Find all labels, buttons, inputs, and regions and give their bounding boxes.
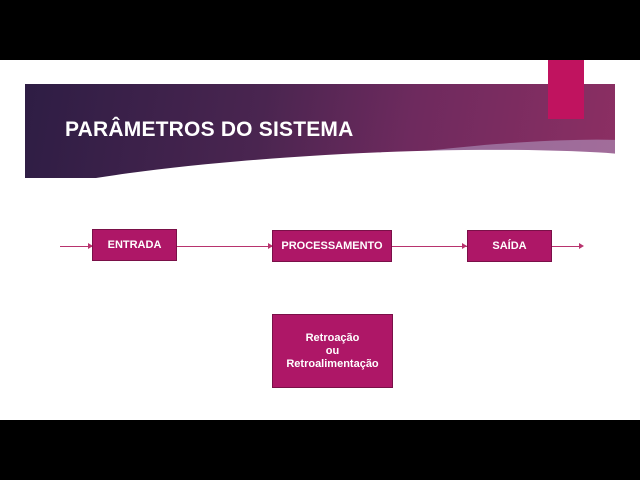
process-arrowhead xyxy=(268,243,273,249)
input-label: ENTRADA xyxy=(107,238,162,251)
presentation-slide: PARÂMETROS DO SISTEMA ENTRADA PROCESSAME… xyxy=(0,60,640,420)
input-to-process-line xyxy=(177,246,273,247)
input-box: ENTRADA xyxy=(92,229,177,261)
input-arrowhead xyxy=(88,243,93,249)
output-box: SAÍDA xyxy=(467,230,552,262)
process-box: PROCESSAMENTO xyxy=(272,230,392,262)
feedback-line-1: Retroação xyxy=(305,331,360,344)
process-to-output-line xyxy=(392,246,467,247)
feedback-box: Retroação ou Retroalimentação xyxy=(272,314,393,388)
output-arrow-line xyxy=(552,246,580,247)
output-exit-arrowhead xyxy=(579,243,584,249)
feedback-line-3: Retroalimentação xyxy=(286,357,379,370)
feedback-line-2: ou xyxy=(325,344,340,357)
output-label: SAÍDA xyxy=(492,239,527,252)
output-arrowhead xyxy=(462,243,467,249)
input-arrow-line xyxy=(60,246,93,247)
accent-tab xyxy=(548,60,584,119)
process-label: PROCESSAMENTO xyxy=(281,239,383,252)
slide-title: PARÂMETROS DO SISTEMA xyxy=(65,118,354,141)
title-banner: PARÂMETROS DO SISTEMA xyxy=(25,84,615,178)
